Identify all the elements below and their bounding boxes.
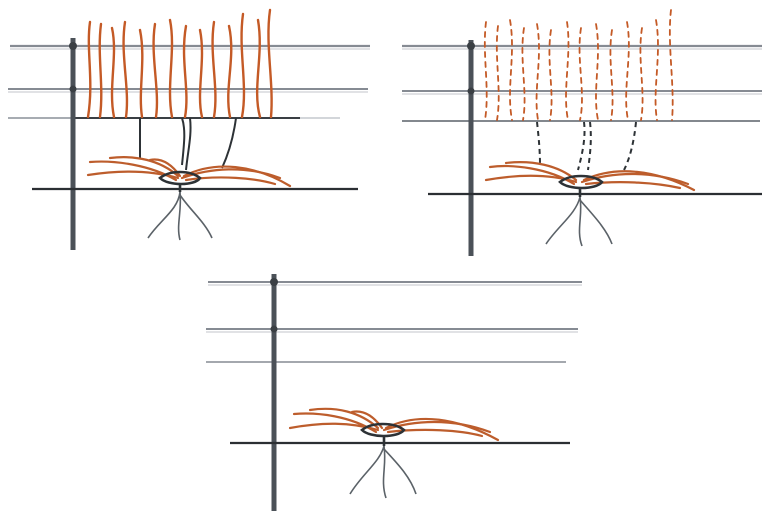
root [384, 449, 416, 494]
pruned-shoot [610, 30, 612, 120]
pruned-shoot-base [624, 122, 636, 170]
pruned-shoots [485, 10, 673, 120]
pruned-shoot [580, 28, 582, 120]
shoot [268, 10, 271, 117]
post-clip-top [270, 278, 278, 286]
shoot [213, 22, 216, 117]
pruned-shoot [596, 24, 598, 120]
root [579, 197, 582, 246]
shoot-base [186, 118, 191, 170]
pruned-shoot [656, 20, 658, 120]
pruned-shoot [537, 24, 539, 120]
root [350, 446, 384, 494]
trellis-post [69, 38, 77, 250]
panel-1 [8, 10, 370, 250]
trellis-post [467, 40, 475, 256]
vine-roots [350, 446, 416, 498]
root [148, 192, 180, 238]
shoot [154, 24, 157, 117]
panel-2 [402, 10, 762, 256]
shoot [184, 26, 186, 117]
root [383, 446, 386, 498]
pruned-shoot [510, 20, 512, 120]
shoot [100, 24, 102, 117]
shoot [242, 14, 244, 117]
trellis-wires [206, 282, 582, 362]
vine-shoots [88, 10, 272, 117]
shoot-base [182, 118, 184, 165]
pruned-shoot-bases [537, 122, 636, 170]
shoot [124, 22, 127, 117]
post-clip-middle [468, 88, 475, 95]
shoot [112, 28, 114, 117]
vine-roots [148, 192, 212, 240]
shoot [170, 20, 172, 117]
pruned-shoot [485, 22, 487, 120]
pruned-shoot-base [588, 122, 591, 170]
pruned-shoot [626, 22, 629, 120]
vine-roots [546, 197, 612, 246]
post-clip-top [69, 42, 77, 50]
root [180, 195, 212, 238]
shoot-base [222, 118, 236, 168]
pruned-shoot [566, 22, 568, 120]
root [580, 200, 612, 244]
pruned-shoot [640, 28, 642, 120]
shoot [200, 30, 202, 117]
post-clip-middle [271, 326, 278, 333]
shoot [257, 20, 260, 117]
shoot [140, 30, 142, 117]
post-clip-top [467, 42, 475, 50]
root [546, 197, 580, 244]
post-clip-middle [70, 86, 77, 93]
pruned-shoot [549, 30, 551, 120]
trellis-post [270, 274, 278, 511]
shoot [88, 22, 90, 117]
shoot [228, 26, 231, 117]
pruned-shoot-base [578, 122, 585, 170]
pruned-shoot-base [537, 122, 540, 165]
pruned-shoot [522, 28, 524, 120]
pruned-shoot [670, 10, 673, 120]
pruned-shoot [497, 26, 499, 120]
trellis-wires [8, 46, 370, 118]
panel-3 [206, 274, 582, 511]
